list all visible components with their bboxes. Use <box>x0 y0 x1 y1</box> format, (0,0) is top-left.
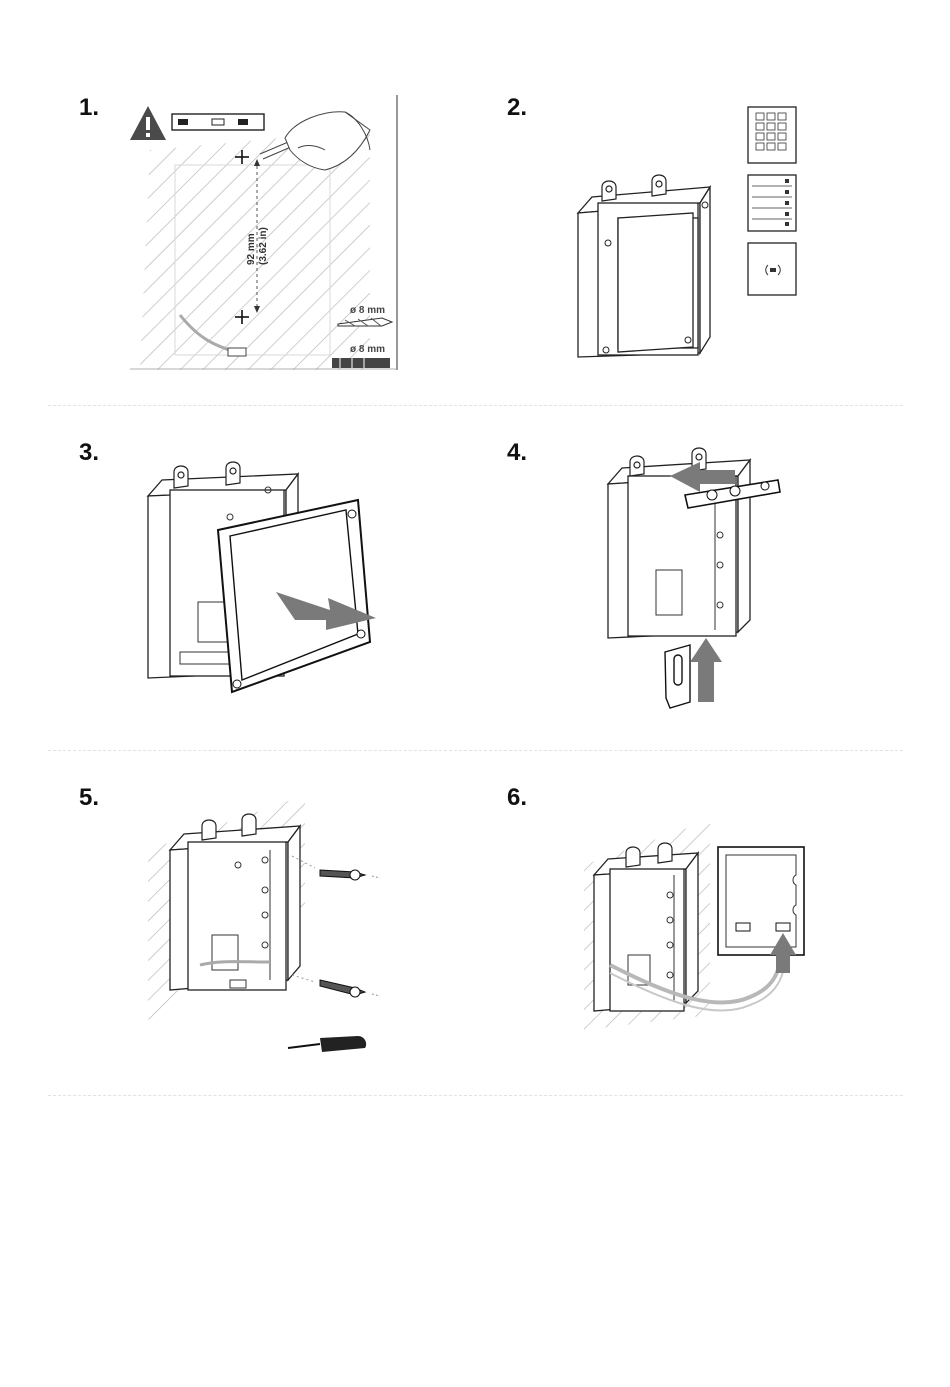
module-back-panel <box>718 847 804 955</box>
screw-icon <box>320 980 380 997</box>
dimension-metric: 92 mm <box>246 233 257 265</box>
bottom-clip <box>665 645 690 708</box>
button-module <box>748 175 796 231</box>
warning-triangle-icon <box>130 106 166 140</box>
front-panel <box>218 500 370 692</box>
step-4-number: 4. <box>507 441 527 465</box>
step-2-illustration <box>570 95 810 370</box>
screwdriver-icon <box>288 1036 366 1052</box>
step-1-illustration: 92 mm (3.62 in) ø 8 mm ø 8 mm <box>120 90 410 375</box>
step-1-number: 1. <box>79 96 99 120</box>
drill-size-1: ø 8 mm <box>350 305 385 316</box>
step-6-number: 6. <box>507 786 527 810</box>
wall-plug-icon <box>332 358 390 368</box>
dimension-imperial: (3.62 in) <box>258 227 269 265</box>
step-6-illustration <box>580 815 820 1040</box>
section-divider <box>48 750 903 751</box>
push-up-arrow-icon <box>690 638 722 702</box>
step-3-illustration <box>140 452 390 702</box>
drill-size-2: ø 8 mm <box>350 344 385 355</box>
rfid-reader-module <box>748 243 796 295</box>
step-3-number: 3. <box>79 441 99 465</box>
step-2-number: 2. <box>507 96 527 120</box>
step-4-illustration <box>600 440 800 715</box>
section-divider <box>48 405 903 406</box>
step-5-illustration <box>140 790 390 1065</box>
step-5-number: 5. <box>79 786 99 810</box>
section-divider <box>48 1095 903 1096</box>
spirit-level-icon <box>172 114 264 130</box>
screw-icon <box>320 870 380 880</box>
keypad-module <box>748 107 796 163</box>
